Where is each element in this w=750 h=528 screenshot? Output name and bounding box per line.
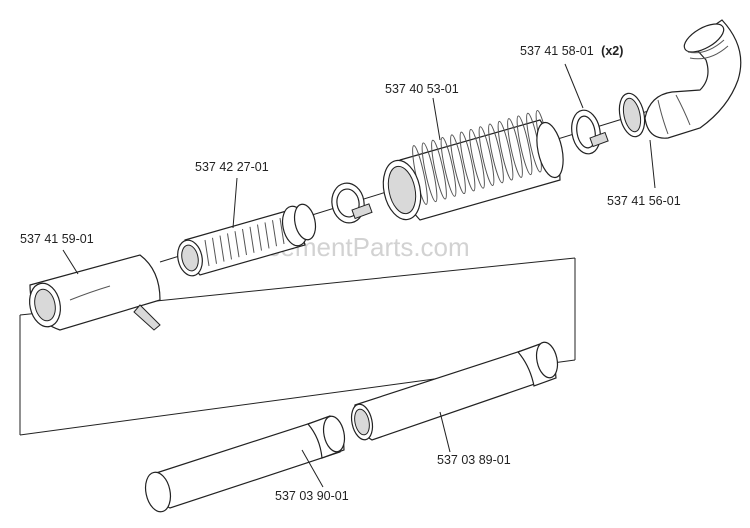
hose-rib bbox=[516, 115, 533, 176]
coupler-rib bbox=[257, 224, 262, 251]
long-tube-part bbox=[350, 341, 559, 441]
label-flex-hose: 537 40 53-01 bbox=[385, 82, 459, 96]
leader-lines bbox=[62, 63, 656, 488]
part-labels: 537 41 58-01 (x2) 537 40 53-01 537 42 27… bbox=[20, 44, 681, 503]
coupler-rib bbox=[264, 222, 270, 249]
hose-rib bbox=[440, 137, 457, 197]
label-nozzle: 537 41 59-01 bbox=[20, 232, 94, 246]
end-tube-part bbox=[144, 415, 346, 513]
flex-hose-part bbox=[382, 110, 564, 221]
label-end-tube: 537 03 90-01 bbox=[275, 489, 349, 503]
coupler-rib bbox=[279, 217, 285, 245]
coupler-rib bbox=[249, 226, 255, 253]
coupler-rib bbox=[212, 237, 217, 264]
hose-rib bbox=[450, 134, 466, 195]
label-clamps-qty: (x2) bbox=[601, 44, 623, 58]
hose-rib bbox=[507, 118, 523, 178]
hose-rib bbox=[497, 120, 514, 181]
hose-rib bbox=[488, 123, 504, 184]
coupler-rib bbox=[227, 233, 232, 260]
hose-rib bbox=[459, 131, 476, 192]
label-long-tube: 537 03 89-01 bbox=[437, 453, 511, 467]
nozzle-part bbox=[29, 254, 161, 331]
hose-rib bbox=[421, 142, 438, 203]
coupler-rib bbox=[272, 220, 277, 247]
hose-rib bbox=[431, 139, 447, 200]
clamp-right bbox=[571, 109, 609, 155]
coupler-rib bbox=[204, 239, 210, 267]
label-clamps-number: 537 41 58-01 bbox=[520, 44, 594, 58]
clamp-left bbox=[331, 182, 373, 224]
label-coupler-tube: 537 42 27-01 bbox=[195, 160, 269, 174]
coupler-rib bbox=[242, 228, 247, 256]
elbow-part bbox=[618, 19, 742, 139]
hose-rib bbox=[478, 126, 495, 186]
coupler-tube-part bbox=[177, 203, 317, 277]
coupler-rib bbox=[234, 231, 240, 258]
coupler-rib bbox=[219, 235, 225, 262]
label-clamps: 537 41 58-01 (x2) bbox=[520, 44, 623, 58]
label-elbow: 537 41 56-01 bbox=[607, 194, 681, 208]
hose-rib bbox=[469, 128, 485, 189]
